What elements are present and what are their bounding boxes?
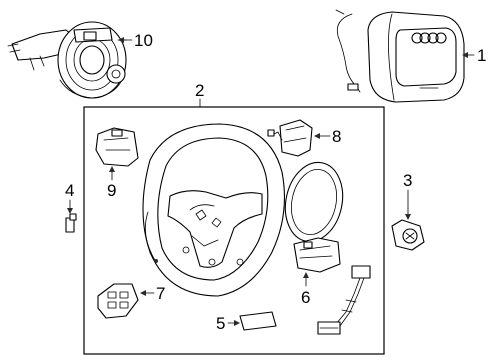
airbag-module-part xyxy=(335,9,465,103)
button-pad-part xyxy=(97,283,139,319)
callout-1: 1 xyxy=(477,46,486,65)
wire-harness-part xyxy=(317,265,371,335)
cover-plate-part xyxy=(239,311,277,331)
callout-8: 8 xyxy=(332,127,341,146)
callout-10: 10 xyxy=(134,31,153,50)
clock-spring-part xyxy=(7,21,127,99)
callout-2: 2 xyxy=(195,81,204,100)
leader-lines xyxy=(67,37,475,326)
callout-4: 4 xyxy=(65,181,74,200)
control-unit-part xyxy=(95,127,139,167)
assembly-frame xyxy=(83,98,385,355)
clip-part xyxy=(65,213,77,233)
steering-wheel-part xyxy=(142,123,286,297)
callout-3: 3 xyxy=(403,171,412,190)
callout-7: 7 xyxy=(156,284,165,303)
callout-9: 9 xyxy=(107,181,116,200)
trim-ring-part xyxy=(284,161,344,243)
callout-labels: 10 1 2 3 4 5 6 7 8 9 xyxy=(65,31,486,333)
callout-5: 5 xyxy=(216,314,225,333)
multifunction-switch-part xyxy=(293,237,341,273)
brand-rings-logo xyxy=(411,32,447,44)
switch-module-part xyxy=(267,119,313,157)
callout-6: 6 xyxy=(301,288,310,307)
bolt-part xyxy=(391,219,425,251)
